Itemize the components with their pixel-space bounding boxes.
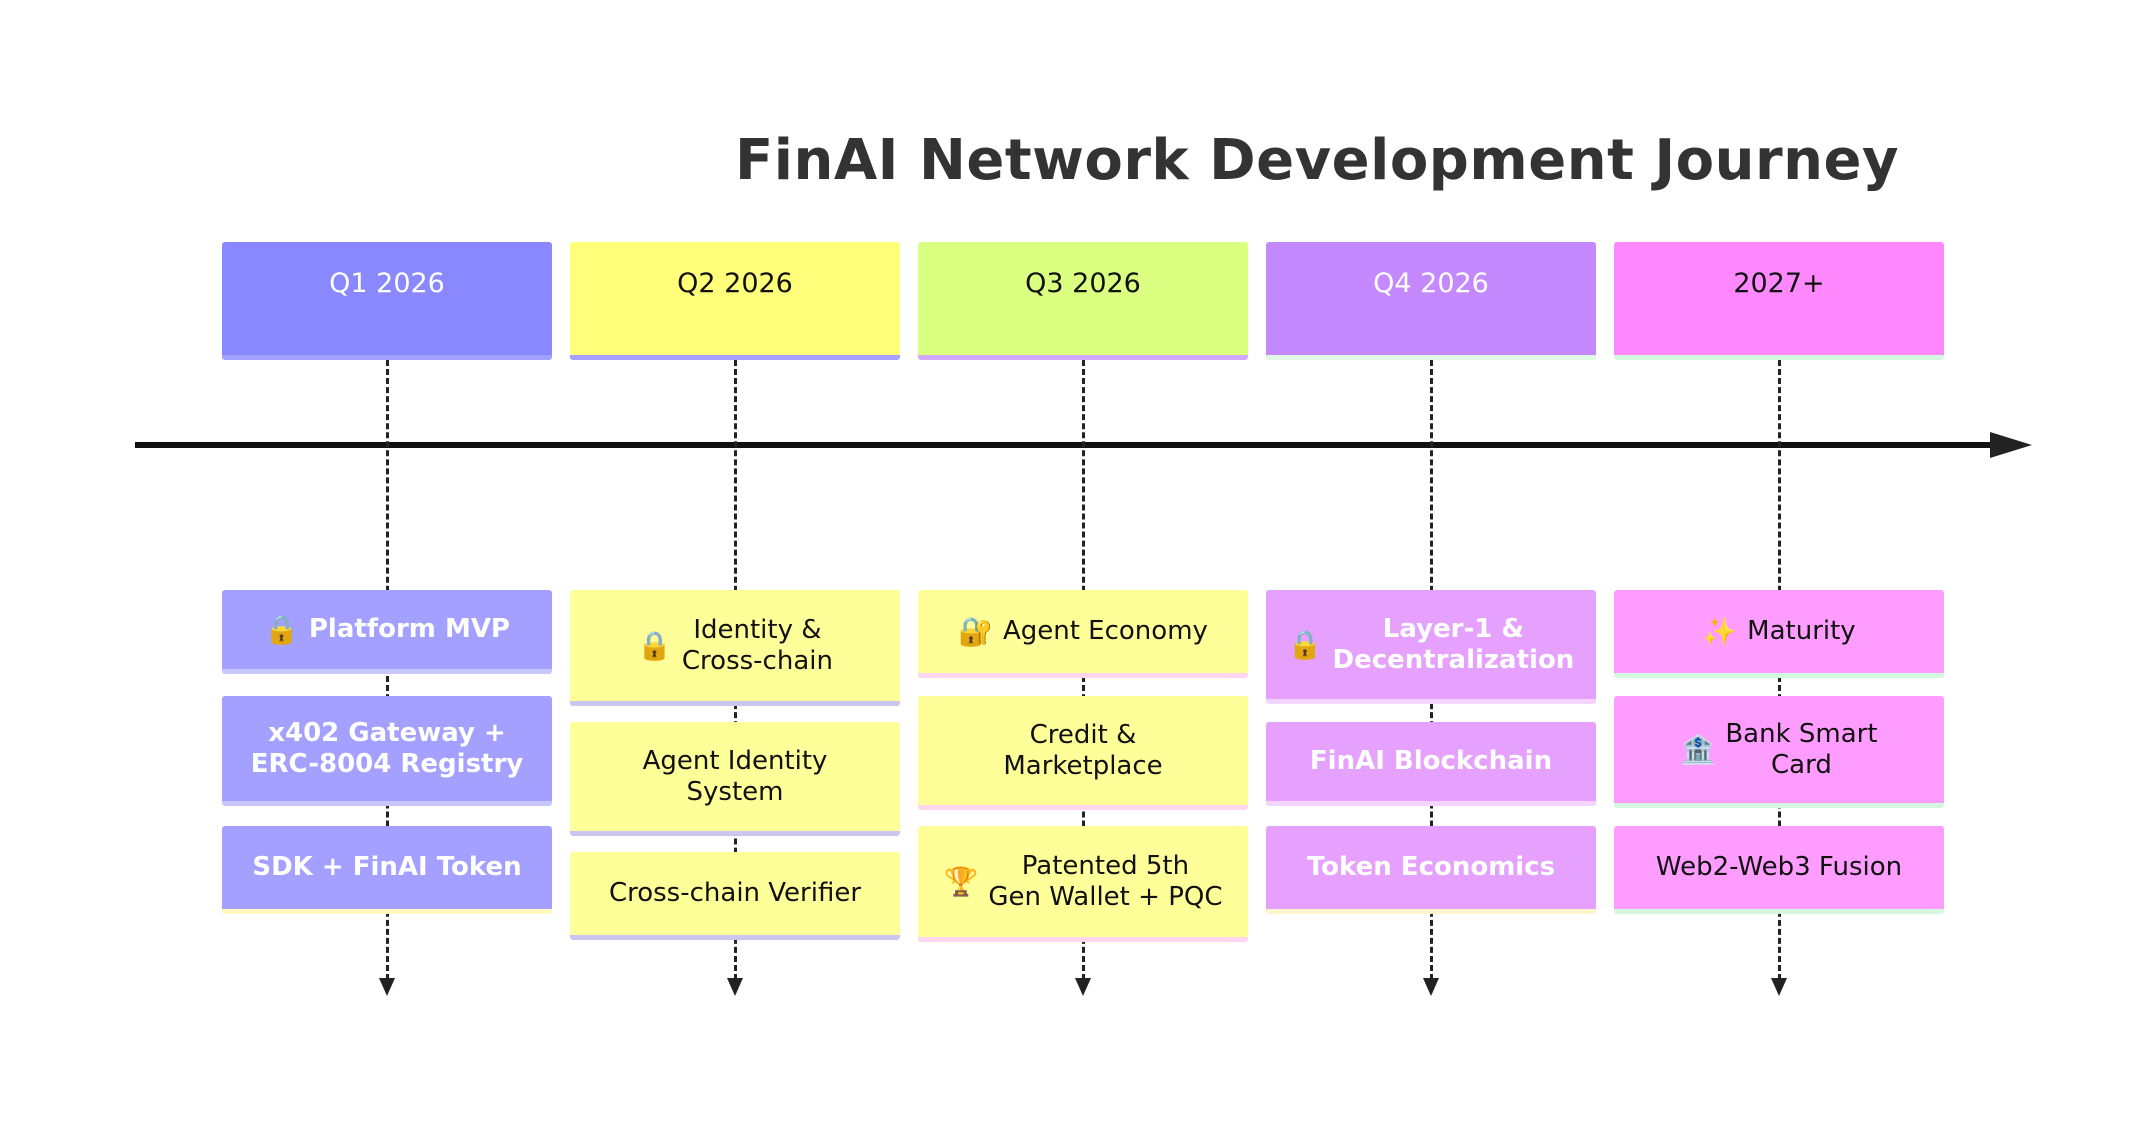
event-card: Web2-Web3 Fusion — [1614, 826, 1944, 914]
event-label: Maturity — [1747, 616, 1856, 646]
event-card-content: ✨ Maturity — [1702, 616, 1855, 647]
diagram-title: FinAI Network Development Journey — [735, 128, 1899, 193]
bank-icon: 🏦 — [1680, 732, 1716, 766]
period-connector-arrowhead — [379, 978, 395, 996]
event-card: Credit & Marketplace — [918, 696, 1248, 810]
period-header: 2027+ — [1614, 242, 1944, 360]
event-card-content: 🔒 Identity & Cross-chain — [637, 615, 833, 677]
period-header: Q4 2026 — [1266, 242, 1596, 360]
event-label: Bank Smart Card — [1725, 718, 1878, 780]
lock-icon: 🔒 — [1287, 627, 1323, 661]
event-card: 🏦 Bank Smart Card — [1614, 696, 1944, 808]
period-header: Q1 2026 — [222, 242, 552, 360]
event-card: Agent Identity System — [570, 722, 900, 836]
period-header: Q3 2026 — [918, 242, 1248, 360]
event-card-content: Credit & Marketplace — [1003, 720, 1162, 782]
event-card-content: 🏦 Bank Smart Card — [1680, 719, 1877, 781]
event-card: x402 Gateway + ERC-8004 Registry — [222, 696, 552, 806]
event-label: Agent Identity System — [642, 745, 828, 807]
lock-icon: 🔒 — [263, 612, 299, 646]
event-card-content: Agent Identity System — [643, 746, 828, 808]
event-card-content: SDK + FinAI Token — [252, 852, 521, 883]
event-label: Cross-chain Verifier — [608, 878, 862, 908]
timeline-axis-arrowhead — [1990, 432, 2032, 458]
period-header: Q2 2026 — [570, 242, 900, 360]
event-label: x402 Gateway + ERC-8004 Registry — [250, 717, 524, 779]
event-label: Token Economics — [1306, 852, 1556, 882]
period-connector-arrowhead — [727, 978, 743, 996]
event-card: Token Economics — [1266, 826, 1596, 914]
event-card-content: Token Economics — [1307, 852, 1555, 883]
period-connector-arrowhead — [1075, 978, 1091, 996]
event-label: SDK + FinAI Token — [252, 852, 522, 882]
event-card: ✨ Maturity — [1614, 590, 1944, 678]
event-label: FinAI Blockchain — [1309, 746, 1553, 776]
event-card: 🔒 Layer-1 & Decentralization — [1266, 590, 1596, 704]
event-card: SDK + FinAI Token — [222, 826, 552, 914]
lock-icon: 🔒 — [637, 628, 672, 662]
event-label: Patented 5th Gen Wallet + PQC — [988, 850, 1223, 912]
event-label: Web2-Web3 Fusion — [1655, 852, 1903, 882]
event-card-content: 🔒 Platform MVP — [264, 614, 510, 645]
event-label: Credit & Marketplace — [1003, 719, 1163, 781]
event-card-content: x402 Gateway + ERC-8004 Registry — [251, 718, 524, 780]
event-card-content: Cross-chain Verifier — [609, 878, 861, 909]
sparkles-icon: ✨ — [1702, 614, 1738, 648]
event-label: Identity & Cross-chain — [681, 614, 833, 676]
event-card-content: Web2-Web3 Fusion — [1656, 852, 1902, 883]
event-label: Platform MVP — [308, 614, 510, 644]
event-card: 🔒 Identity & Cross-chain — [570, 590, 900, 706]
trophy-icon: 🏆 — [943, 864, 979, 898]
event-card: Cross-chain Verifier — [570, 852, 900, 940]
event-card-content: 🏆 Patented 5th Gen Wallet + PQC — [944, 851, 1223, 913]
event-card: 🏆 Patented 5th Gen Wallet + PQC — [918, 826, 1248, 942]
event-card: 🔐 Agent Economy — [918, 590, 1248, 678]
event-card-content: 🔐 Agent Economy — [958, 616, 1208, 647]
event-card-content: 🔒 Layer-1 & Decentralization — [1288, 614, 1575, 676]
lock-key-icon: 🔐 — [958, 614, 993, 648]
event-card: FinAI Blockchain — [1266, 722, 1596, 806]
event-card: 🔒 Platform MVP — [222, 590, 552, 674]
period-connector-arrowhead — [1771, 978, 1787, 996]
event-label: Agent Economy — [1002, 616, 1208, 646]
event-card-content: FinAI Blockchain — [1310, 746, 1552, 777]
event-label: Layer-1 & Decentralization — [1332, 613, 1575, 675]
period-connector-arrowhead — [1423, 978, 1439, 996]
timeline-axis — [135, 442, 1995, 448]
